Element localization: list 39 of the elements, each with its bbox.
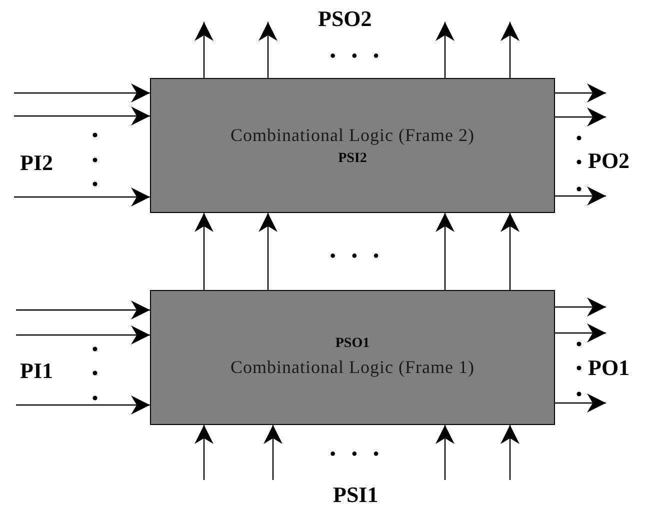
arrow — [14, 106, 150, 126]
signal-label: PI2 — [20, 150, 53, 176]
block-title: Combinational Logic (Frame 1) — [230, 356, 474, 379]
arrow — [194, 22, 214, 78]
logic-block — [150, 290, 555, 425]
arrow — [14, 84, 150, 102]
arrow — [555, 394, 606, 412]
arrow — [555, 324, 606, 342]
arrow — [194, 213, 214, 290]
ellipsis: • • • — [330, 48, 385, 66]
arrow — [555, 186, 606, 206]
arrow — [436, 425, 454, 480]
signal-label: PSO2 — [318, 6, 372, 32]
arrow — [555, 84, 606, 102]
signal-label: PO2 — [588, 148, 630, 174]
arrow — [16, 326, 150, 344]
signal-label: PO1 — [588, 355, 630, 381]
arrow — [194, 425, 214, 480]
signal-label: PI1 — [20, 358, 53, 384]
signal-label: PSI2 — [338, 150, 367, 168]
arrow — [555, 108, 606, 126]
signal-label: PSO1 — [335, 335, 370, 353]
arrow — [16, 300, 150, 320]
arrow — [500, 22, 520, 78]
arrow — [500, 213, 520, 290]
arrow — [264, 425, 282, 480]
arrow — [436, 213, 454, 290]
logic-block — [150, 78, 555, 213]
arrow — [258, 22, 278, 78]
arrow — [436, 22, 454, 78]
block-title: Combinational Logic (Frame 2) — [230, 124, 474, 147]
arrow — [555, 298, 606, 316]
arrow — [258, 213, 278, 290]
ellipsis: • • • — [330, 446, 385, 464]
arrow — [14, 188, 150, 206]
ellipsis: • • • — [330, 248, 385, 266]
signal-label: PSI1 — [333, 482, 378, 508]
arrow — [16, 396, 150, 414]
arrow — [500, 425, 520, 480]
